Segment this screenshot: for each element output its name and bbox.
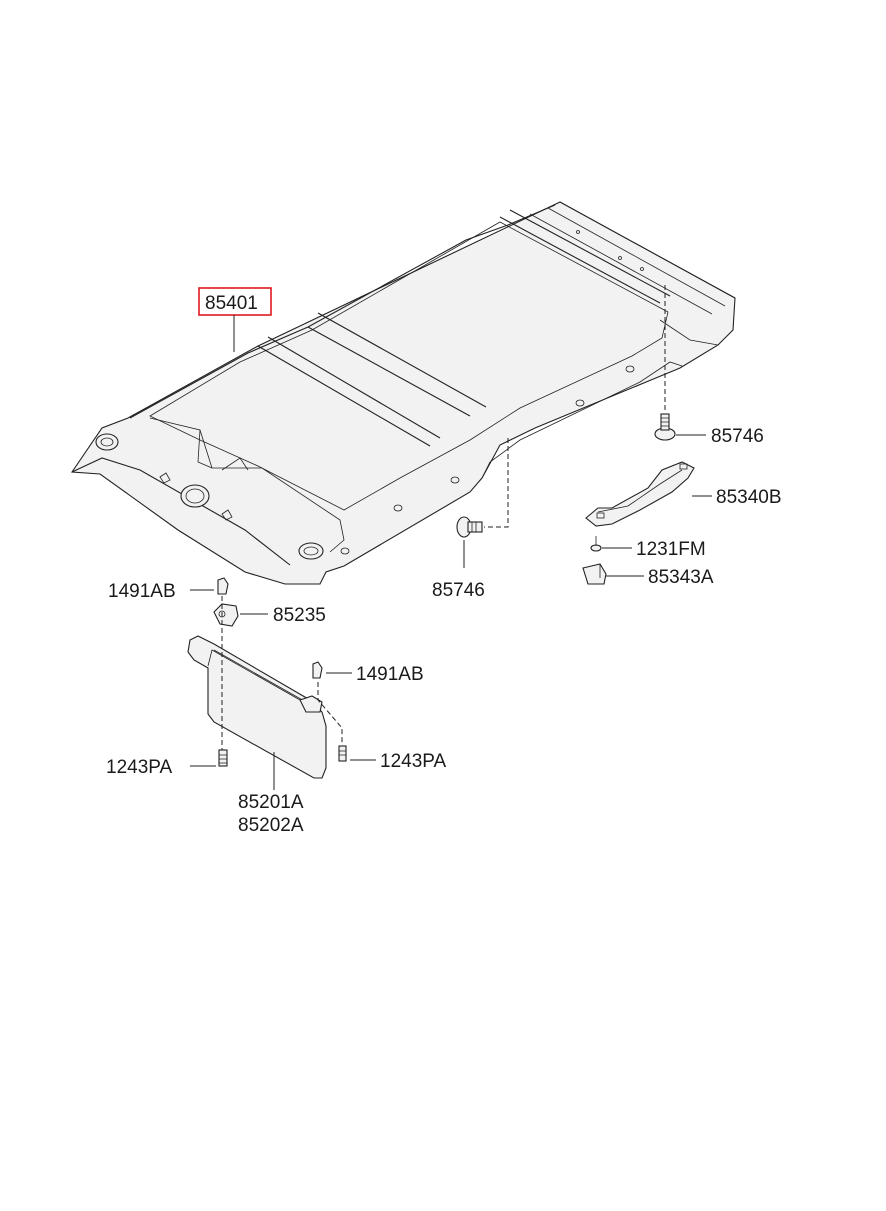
- label-screw-visor-right: 1491AB: [356, 664, 424, 685]
- label-screw-visor-left: 1491AB: [108, 581, 176, 602]
- label-assist-handle: 85340B: [716, 487, 782, 508]
- label-bolt-right: 1243PA: [380, 751, 447, 772]
- assist-handle[interactable]: [585, 461, 712, 527]
- label-sunvisor-lh: 85201A: [238, 792, 304, 813]
- clip-lower[interactable]: [456, 438, 509, 568]
- screw-visor-left[interactable]: [190, 577, 229, 595]
- handle-cover[interactable]: [582, 563, 644, 585]
- label-sunvisor-rh: 85202A: [238, 815, 304, 836]
- screw-handle[interactable]: [590, 536, 632, 552]
- label-screw-handle: 1231FM: [636, 539, 706, 560]
- label-bolt-left: 1243PA: [106, 757, 173, 778]
- clip-upper-right[interactable]: [654, 285, 706, 441]
- bolt-right[interactable]: [338, 745, 376, 762]
- headlining-callout[interactable]: 85401: [198, 287, 272, 352]
- highlight-box: [198, 287, 272, 316]
- sun-visor[interactable]: [187, 596, 343, 790]
- label-visor-bracket: 85235: [273, 605, 326, 626]
- bolt-left[interactable]: [190, 749, 228, 767]
- label-clip-upper-right: 85746: [711, 426, 764, 447]
- label-handle-cover: 85343A: [648, 567, 714, 588]
- label-clip-lower: 85746: [432, 580, 485, 601]
- screw-visor-right[interactable]: [312, 661, 352, 679]
- headlining-panel[interactable]: [71, 201, 736, 585]
- label-headlining: 85401: [205, 293, 258, 314]
